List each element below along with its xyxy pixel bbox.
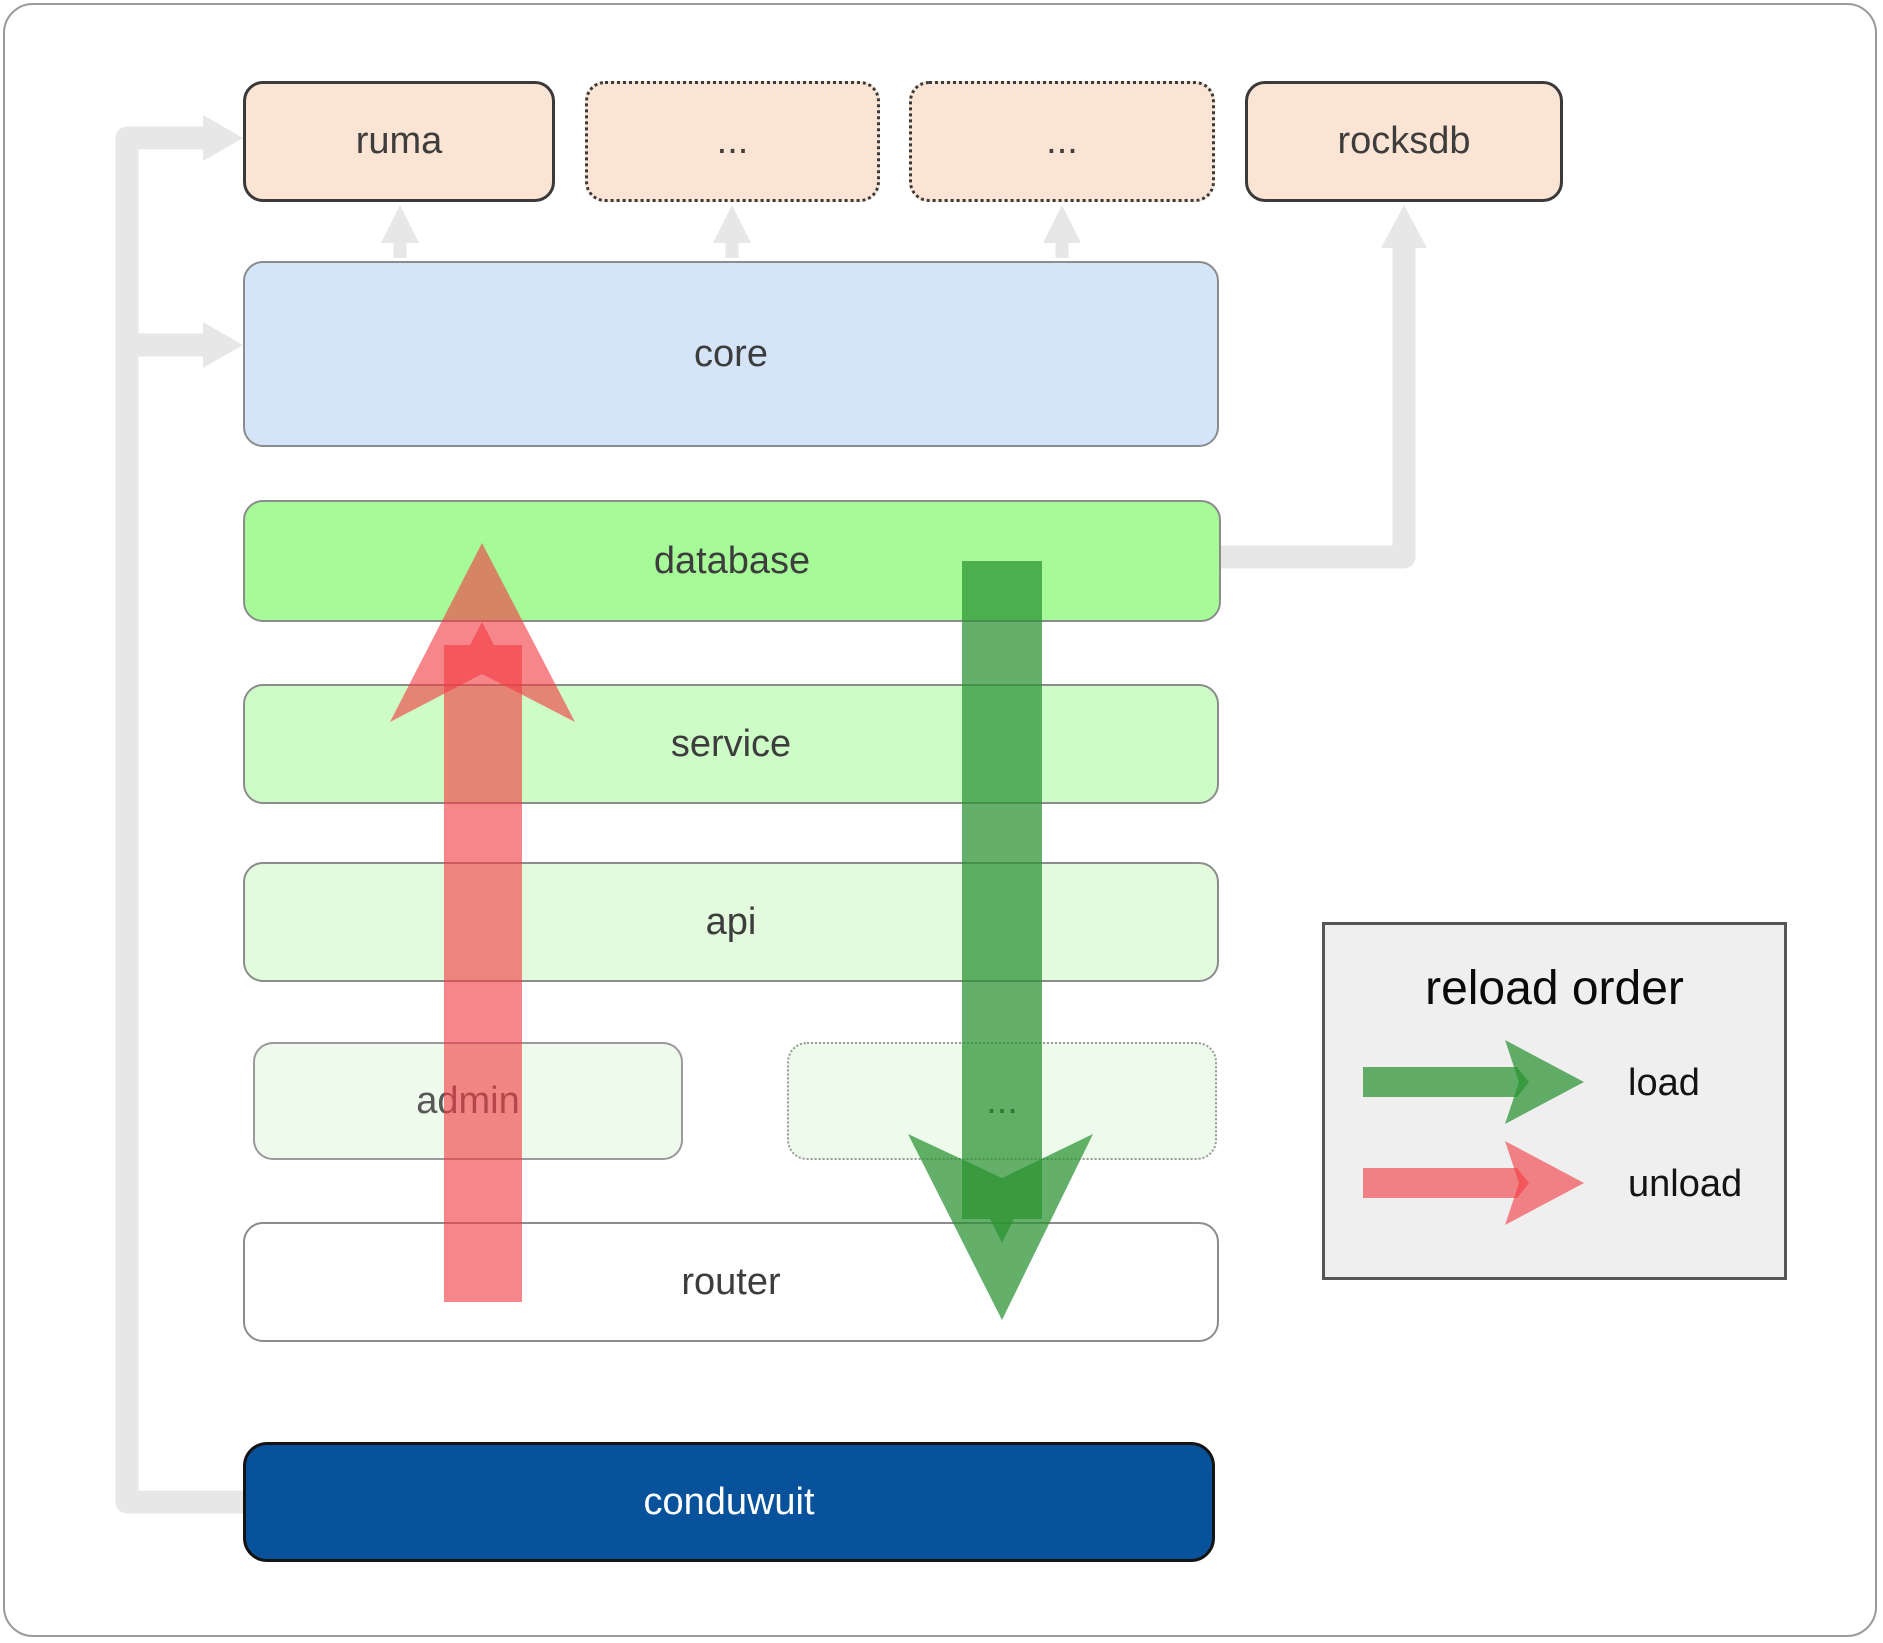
node-ruma: ruma: [243, 81, 555, 202]
node-conduwuit-label: conduwuit: [643, 1480, 815, 1523]
node-external-more-1: ...: [585, 81, 880, 202]
node-router-label: router: [681, 1260, 781, 1303]
node-router: router: [243, 1222, 1219, 1342]
node-external-more-2: ...: [909, 81, 1215, 202]
node-more-modules-label: ...: [986, 1079, 1018, 1122]
node-database-label: database: [653, 539, 811, 582]
node-admin-label: admin: [416, 1079, 520, 1122]
node-service-label: service: [670, 722, 792, 765]
node-conduwuit: conduwuit: [243, 1442, 1215, 1562]
node-rocksdb: rocksdb: [1245, 81, 1563, 202]
legend-load-label: load: [1628, 1062, 1700, 1104]
legend-title: reload order: [1425, 962, 1684, 1015]
page-border: [3, 3, 1877, 1637]
node-database: database: [243, 500, 1221, 622]
node-core-label: core: [694, 332, 768, 375]
node-admin: admin: [253, 1042, 683, 1160]
node-service: service: [243, 684, 1219, 804]
node-api: api: [243, 862, 1219, 982]
legend-unload-label: unload: [1628, 1163, 1743, 1205]
legend-reload-order: reload order load unload: [1322, 922, 1787, 1280]
node-external-more-2-label: ...: [1046, 120, 1078, 162]
node-api-label: api: [705, 900, 757, 943]
node-rocksdb-label: rocksdb: [1337, 120, 1471, 162]
node-external-more-1-label: ...: [716, 120, 749, 162]
node-ruma-label: ruma: [355, 120, 443, 162]
node-core: core: [243, 261, 1219, 447]
node-more-modules: ...: [787, 1042, 1217, 1160]
